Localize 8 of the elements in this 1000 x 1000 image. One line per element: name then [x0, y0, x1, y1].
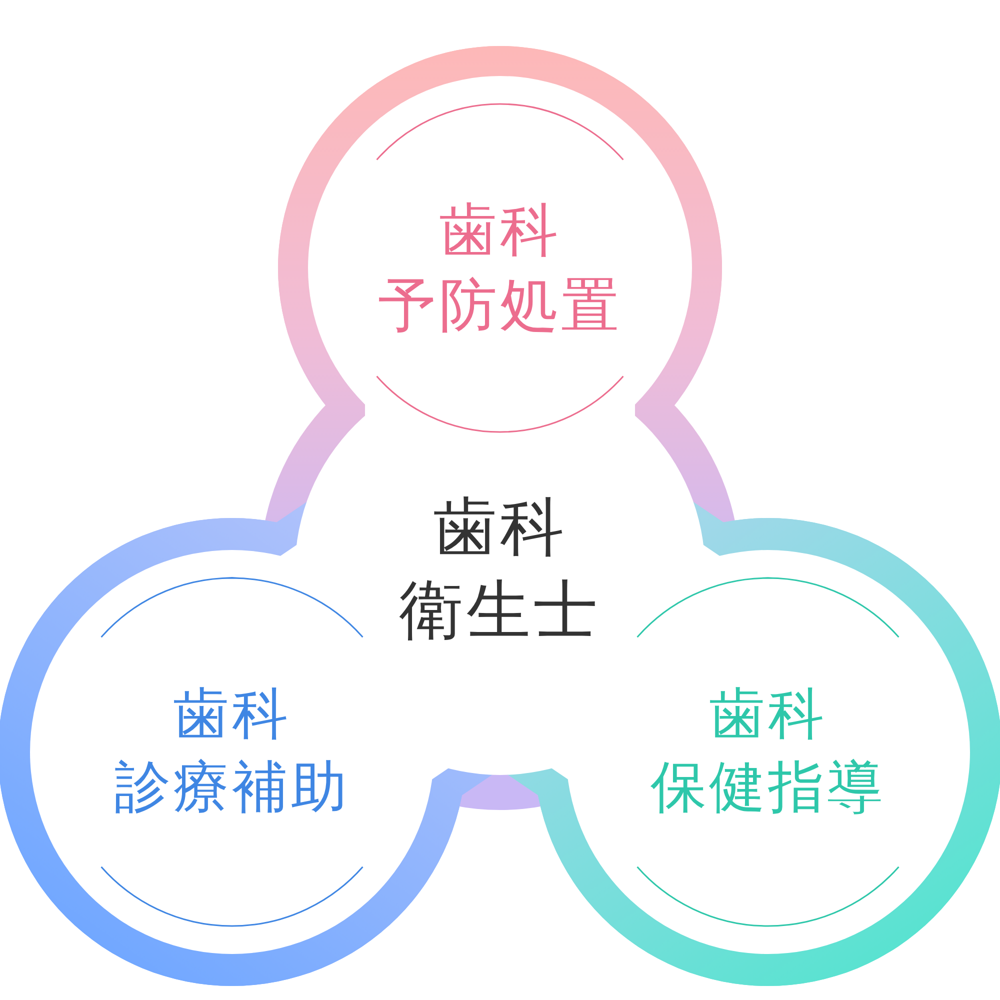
node-label: 保健指導 — [650, 754, 886, 822]
node-label: 衛生士 — [399, 573, 601, 650]
node-label: 歯科 — [439, 194, 561, 266]
node-label: 診療補助 — [114, 754, 350, 822]
node-label: 歯科 — [432, 490, 568, 567]
node-label: 歯科 — [709, 681, 827, 750]
node-label: 予防処置 — [378, 270, 622, 341]
node-label: 歯科 — [173, 681, 291, 750]
